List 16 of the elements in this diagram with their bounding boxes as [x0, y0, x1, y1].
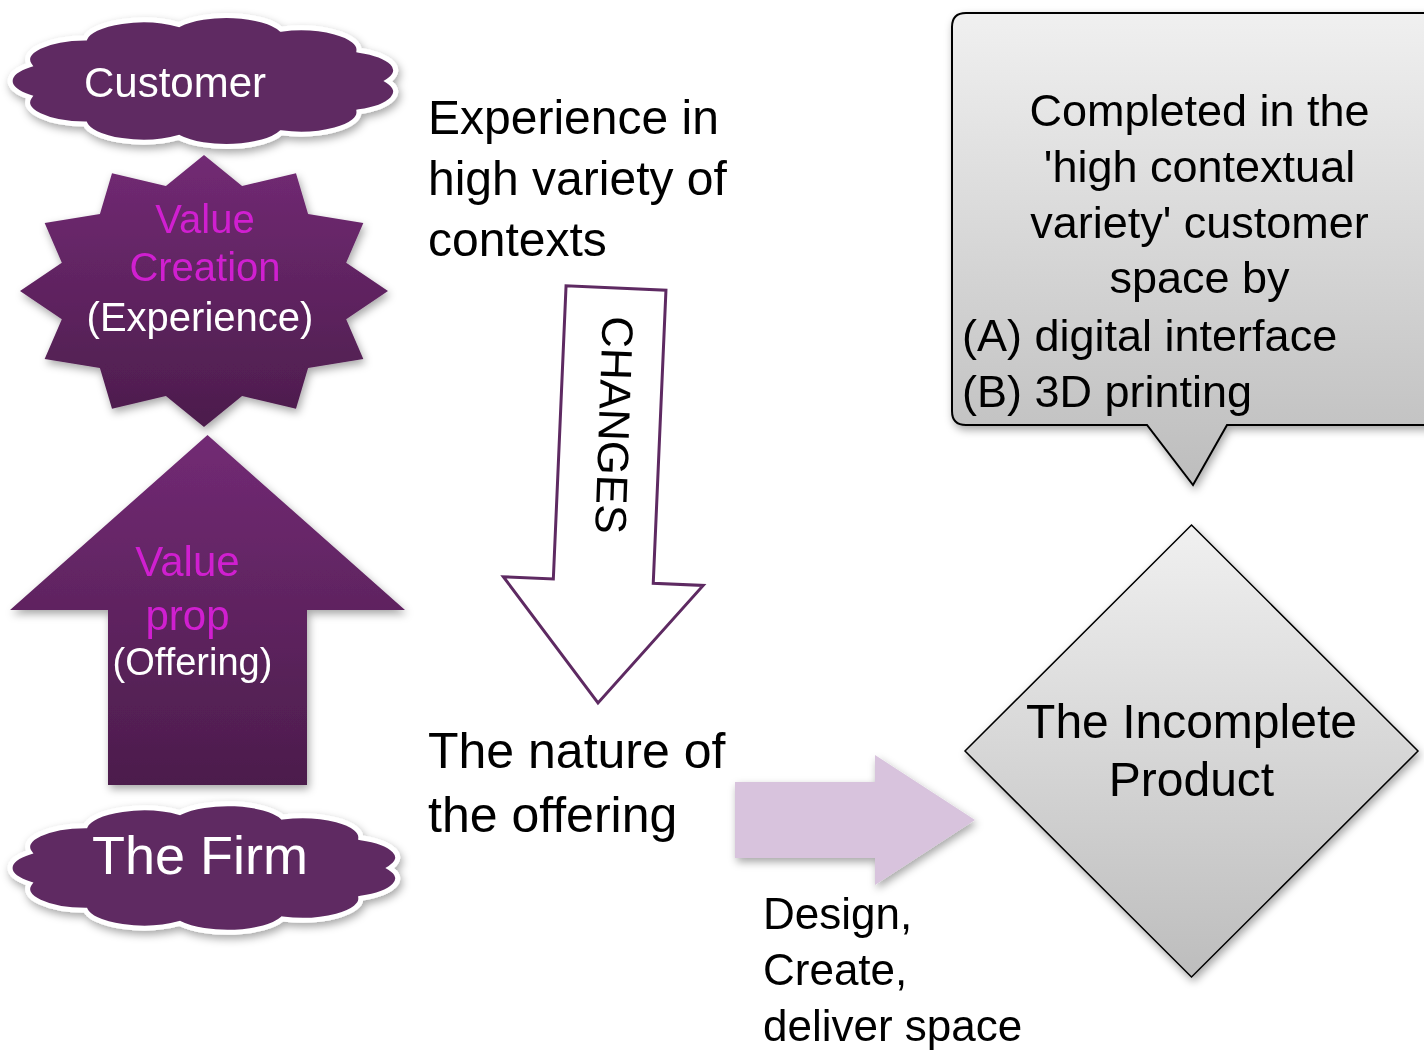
block-arrow — [500, 284, 707, 706]
edge-label: Design, Create, deliver space — [763, 888, 1024, 1052]
node-title: The Incomplete Product — [1025, 694, 1358, 808]
node-subtitle: (B) 3D printing — [962, 365, 1254, 419]
node-title: The Firm — [91, 824, 309, 887]
text-label: Experience in high variety of contexts — [428, 90, 728, 268]
node-subtitle: (A) digital interface — [962, 309, 1339, 363]
text-label: The nature of the offering — [428, 722, 727, 845]
block-arrow — [735, 755, 975, 885]
node-title: Value Creation — [128, 196, 282, 291]
node-title: Value prop — [134, 537, 241, 641]
edge-label: CHANGES — [585, 315, 644, 535]
node-title: Customer — [82, 58, 268, 108]
node-title: Completed in the 'high contextual variety' customer space by — [1028, 84, 1371, 306]
node-subtitle: (Experience) — [85, 294, 315, 341]
node-subtitle: (Offering) — [111, 640, 274, 685]
